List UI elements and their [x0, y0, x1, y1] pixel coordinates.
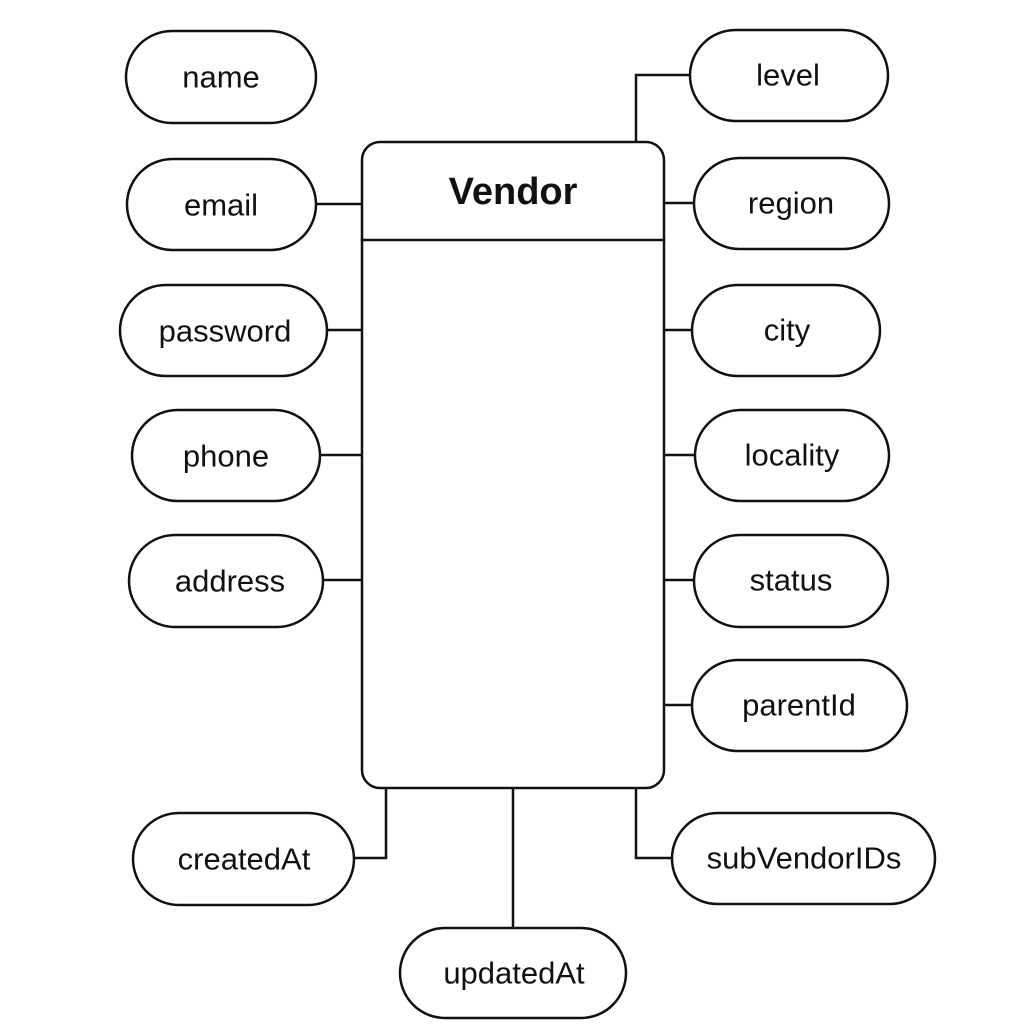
entity-title: Vendor [449, 171, 578, 213]
attribute-label: email [184, 188, 258, 223]
attribute-label: region [748, 186, 834, 221]
connector-subVendorIDs [634, 786, 674, 860]
attribute-label: city [764, 313, 811, 348]
attribute-pill [130, 408, 322, 503]
attribute-label: name [182, 60, 260, 95]
attribute-label: parentId [742, 688, 856, 723]
attribute-label: level [756, 58, 820, 93]
attribute-email: email [125, 157, 318, 252]
attribute-pill [690, 658, 909, 753]
attribute-parentId: parentId [690, 658, 909, 753]
attribute-label: status [750, 563, 833, 598]
attribute-pill [692, 533, 890, 629]
attribute-pill [127, 533, 325, 629]
attribute-label: createdAt [178, 842, 311, 877]
attribute-label: phone [183, 439, 269, 474]
attribute-password: password [118, 283, 329, 378]
attribute-createdAt: createdAt [131, 811, 356, 907]
attribute-subVendorIDs: subVendorIDs [670, 811, 937, 906]
attribute-level: level [688, 28, 890, 123]
attribute-label: locality [745, 438, 840, 473]
attribute-name: name [124, 29, 318, 125]
attribute-label: password [159, 314, 292, 349]
attribute-pill [690, 283, 882, 378]
connector-createdAt [352, 786, 388, 860]
attribute-label: address [175, 564, 285, 599]
connector-level [634, 73, 692, 144]
attribute-status: status [692, 533, 890, 629]
attribute-pill [692, 156, 891, 251]
connectors [314, 73, 697, 930]
entity-vendor: Vendor [360, 140, 666, 790]
attribute-label: updatedAt [443, 956, 585, 991]
attribute-locality: locality [693, 408, 891, 503]
entity-box [360, 140, 666, 790]
attribute-phone: phone [130, 408, 322, 503]
attribute-city: city [690, 283, 882, 378]
attribute-label: subVendorIDs [707, 841, 902, 876]
attribute-pill [118, 283, 329, 378]
attribute-address: address [127, 533, 325, 629]
attribute-updatedAt: updatedAt [398, 926, 628, 1020]
attribute-pill [693, 408, 891, 503]
attribute-pill [125, 157, 318, 252]
attribute-pill [670, 811, 937, 906]
attribute-pill [131, 811, 356, 907]
attribute-region: region [692, 156, 891, 251]
attribute-pill [398, 926, 628, 1020]
attribute-pill [124, 29, 318, 125]
attribute-pill [688, 28, 890, 123]
